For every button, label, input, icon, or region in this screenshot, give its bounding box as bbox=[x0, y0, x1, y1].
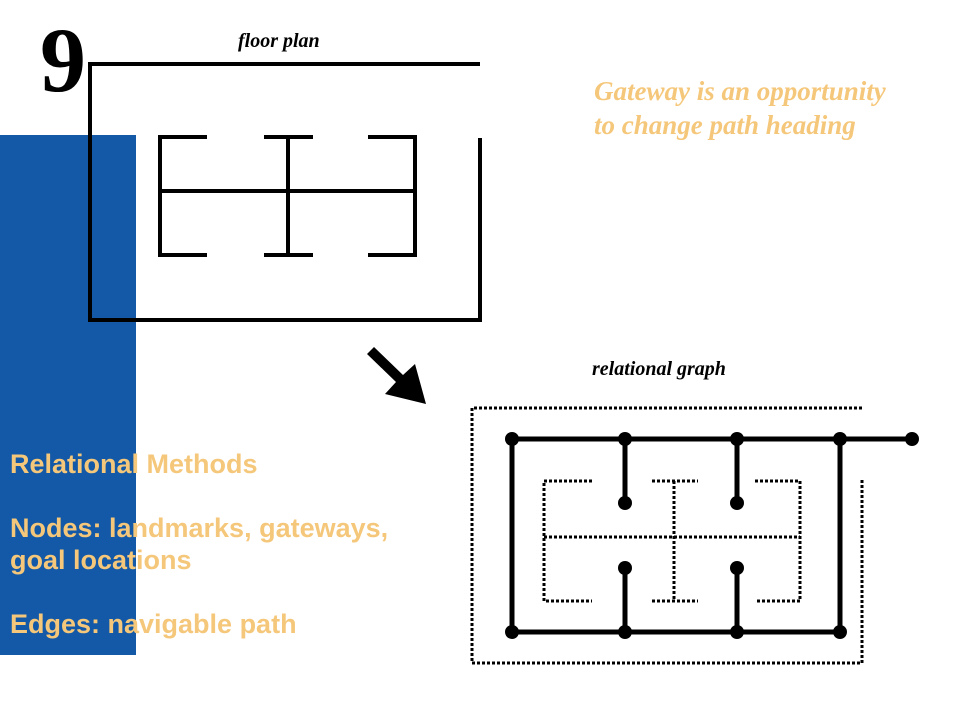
graph-node bbox=[730, 561, 744, 575]
gateway-note-line-2: to change path heading bbox=[594, 110, 856, 140]
relational-graph bbox=[470, 406, 919, 665]
relational-methods-text: Relational Methods Nodes: landmarks, gat… bbox=[10, 448, 388, 640]
graph-node bbox=[905, 432, 919, 446]
graph-center-partition bbox=[652, 479, 698, 603]
floor-plan bbox=[88, 62, 482, 322]
graph-node bbox=[833, 625, 847, 639]
methods-edges-line: Edges: navigable path bbox=[10, 609, 297, 639]
graph-node bbox=[618, 496, 632, 510]
relational-graph-caption: relational graph bbox=[592, 358, 726, 380]
methods-nodes-line-2: goal locations bbox=[10, 545, 192, 575]
graph-node bbox=[505, 432, 519, 446]
methods-spacer-1 bbox=[10, 480, 388, 512]
floor-plan-right-room-wall bbox=[368, 135, 417, 257]
blue-side-bar bbox=[0, 135, 136, 655]
graph-node bbox=[618, 561, 632, 575]
slide-number: 9 bbox=[40, 9, 86, 111]
methods-nodes-line-1: Nodes: landmarks, gateways, bbox=[10, 513, 389, 543]
floor-plan-caption: floor plan bbox=[238, 30, 320, 52]
transform-arrow-icon bbox=[367, 347, 426, 404]
graph-node bbox=[505, 625, 519, 639]
graph-node bbox=[730, 496, 744, 510]
graph-right-room-boundary bbox=[755, 479, 802, 603]
graph-outer-boundary bbox=[470, 406, 864, 665]
graph-left-room-boundary bbox=[542, 479, 592, 603]
methods-title: Relational Methods bbox=[10, 449, 258, 479]
graph-dotted-outline bbox=[470, 406, 864, 665]
floor-plan-center-partition bbox=[264, 135, 313, 257]
graph-node bbox=[618, 432, 632, 446]
methods-spacer-2 bbox=[10, 576, 388, 608]
graph-node bbox=[833, 432, 847, 446]
graph-node bbox=[730, 625, 744, 639]
floor-plan-left-room-wall bbox=[158, 135, 207, 257]
gateway-note: Gateway is an opportunity to change path… bbox=[594, 74, 886, 142]
graph-node bbox=[618, 625, 632, 639]
floor-plan-outer-wall bbox=[88, 62, 482, 322]
gateway-note-line-1: Gateway is an opportunity bbox=[594, 76, 886, 106]
graph-node bbox=[730, 432, 744, 446]
graph-nodes bbox=[505, 432, 919, 639]
